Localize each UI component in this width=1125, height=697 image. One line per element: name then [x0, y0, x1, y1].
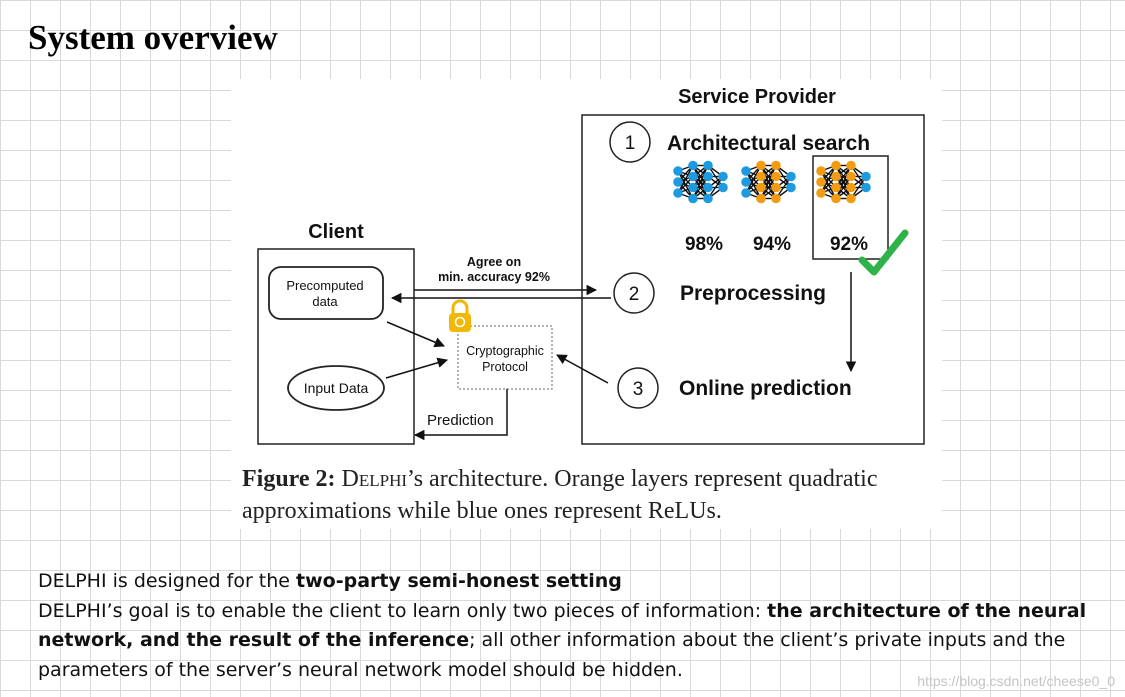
step-3-circle: [617, 367, 659, 409]
relu-neuron: [673, 166, 683, 176]
client-box: [257, 248, 415, 445]
figure-label: Figure 2:: [242, 466, 336, 492]
input-data-label: Input Data: [304, 380, 369, 396]
relu-neuron: [861, 171, 871, 182]
relu-neuron: [703, 182, 713, 193]
relu-neuron: [673, 177, 683, 187]
quadratic-neuron: [756, 182, 766, 193]
network-icons: [673, 160, 871, 204]
input-to-protocol-arrow: [385, 357, 449, 379]
relu-neuron: [688, 182, 698, 193]
network-edge: [677, 165, 694, 194]
check-mark-icon: [858, 229, 909, 276]
relu-neuron: [718, 171, 728, 182]
prediction-arrow: [413, 389, 508, 441]
cryptographic-protocol-label-1: Cryptographic: [466, 344, 544, 358]
note-setting-emphasis: two-party semi-honest setting: [296, 570, 622, 592]
figure-system-name: Delphi: [341, 466, 408, 492]
agreement-label-2: min. accuracy 92%: [438, 270, 550, 284]
figure-caption-text: ’s architecture. Orange layers represent…: [242, 466, 878, 524]
quadratic-neuron: [816, 177, 826, 187]
network-2-accuracy: 94%: [753, 234, 791, 255]
quadratic-neuron: [831, 160, 841, 171]
input-data-node: [287, 365, 385, 411]
agreement-label-1: Agree on: [467, 255, 521, 269]
precomputed-data-node: [268, 266, 384, 320]
step-1-circle: [609, 121, 651, 163]
step-1-number: 1: [625, 133, 636, 154]
selected-network-box: [812, 155, 889, 260]
lock-icon: [449, 299, 471, 332]
network-icon-2: [741, 160, 796, 204]
precomputed-data-label-2: data: [312, 294, 338, 309]
network-edge: [835, 165, 852, 199]
precomputed-to-protocol-arrow: [386, 321, 445, 348]
step-3-number: 3: [633, 379, 644, 400]
step-2-label: Preprocessing: [680, 282, 826, 305]
quadratic-neuron: [816, 188, 826, 198]
network-icon-1: [673, 160, 728, 204]
step-2-number: 2: [629, 284, 640, 305]
step-2-circle: [613, 272, 655, 314]
service-provider-title: Service Provider: [678, 86, 836, 108]
network-edge: [745, 165, 762, 194]
slide-title: System overview: [28, 18, 278, 57]
relu-neuron: [688, 171, 698, 182]
quadratic-neuron: [831, 182, 841, 193]
step-1-label: Architectural search: [667, 132, 870, 155]
relu-neuron: [688, 160, 698, 171]
watermark: https://blog.csdn.net/cheese0_0: [917, 673, 1115, 689]
quadratic-neuron: [831, 171, 841, 182]
quadratic-neuron: [771, 160, 781, 171]
note-goal-emphasis: the architecture of the neural network, …: [38, 599, 1087, 652]
cryptographic-protocol-label-2: Protocol: [482, 360, 528, 374]
quadratic-neuron: [831, 193, 841, 204]
network-edge: [760, 165, 777, 199]
architecture-diagram: Service Provider 1 Architectural search …: [257, 86, 925, 445]
quadratic-neuron: [771, 193, 781, 204]
slide-notes: DELPHI is designed for the two-party sem…: [38, 567, 1113, 685]
quadratic-neuron: [756, 171, 766, 182]
note-setting: DELPHI is designed for the two-party sem…: [38, 567, 1113, 597]
relu-neuron: [786, 182, 796, 193]
quadratic-neuron: [771, 171, 781, 182]
relu-neuron: [703, 171, 713, 182]
relu-neuron: [703, 160, 713, 171]
quadratic-neuron: [756, 193, 766, 204]
relu-neuron: [718, 182, 728, 193]
note-goal-rest: ; all other information about the client…: [38, 629, 1066, 681]
quadratic-neuron: [771, 182, 781, 193]
cryptographic-protocol-box: [457, 325, 553, 390]
quadratic-neuron: [816, 166, 826, 176]
quadratic-neuron: [846, 171, 856, 182]
service-provider-box: [581, 114, 925, 445]
note-goal-text: DELPHI’s goal is to enable the client to…: [38, 599, 768, 622]
note-setting-text: DELPHI is designed for the: [38, 570, 297, 592]
relu-neuron: [786, 171, 796, 182]
relu-neuron: [688, 193, 698, 204]
figure-caption: Figure 2: Delphi’s architecture. Orange …: [242, 463, 942, 527]
quadratic-neuron: [846, 193, 856, 204]
relu-neuron: [741, 177, 751, 187]
quadratic-neuron: [846, 182, 856, 193]
prediction-label: Prediction: [427, 412, 494, 429]
relu-neuron: [861, 182, 871, 193]
relu-neuron: [703, 193, 713, 204]
network-1-accuracy: 98%: [685, 234, 723, 255]
relu-neuron: [741, 188, 751, 198]
relu-neuron: [673, 188, 683, 198]
quadratic-neuron: [756, 160, 766, 171]
relu-neuron: [741, 166, 751, 176]
network-edge: [820, 165, 837, 194]
server-to-protocol-arrow: [556, 354, 609, 384]
step-3-label: Online prediction: [679, 377, 852, 400]
network-icon-3: [816, 160, 871, 204]
precomputed-data-label-1: Precomputed: [286, 278, 363, 293]
quadratic-neuron: [846, 160, 856, 171]
network-edge: [692, 165, 709, 199]
note-goal: DELPHI’s goal is to enable the client to…: [38, 597, 1113, 686]
network-3-accuracy: 92%: [830, 234, 868, 255]
client-title: Client: [308, 221, 364, 243]
architecture-figure: Service Provider 1 Architectural search …: [231, 79, 942, 529]
